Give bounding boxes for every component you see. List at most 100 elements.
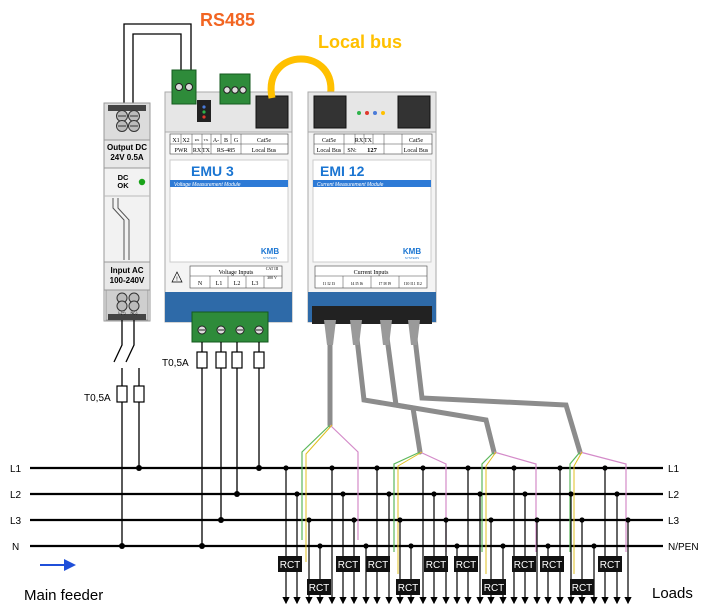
ct-plugs <box>324 320 420 345</box>
emu-label-b: B <box>224 138 228 144</box>
emi-label-cat5e-2: Cat5e <box>409 138 423 144</box>
junction-dot <box>465 465 471 471</box>
rct-sensor: RCT <box>336 556 360 572</box>
rct-label: RCT <box>600 560 621 571</box>
junction-dot <box>614 491 620 497</box>
emi-group-1: I1 I2 I3 <box>323 281 335 286</box>
rct-group-2 <box>393 451 447 574</box>
emu-label-rx2: RX <box>193 148 202 154</box>
junction-dot <box>477 491 483 497</box>
emu-label-tx2: TX <box>202 148 211 154</box>
junction-dot <box>283 465 289 471</box>
emu-label-pwr: PWR <box>174 148 187 154</box>
emu-label-rx: RX <box>195 138 200 142</box>
emi-group-3: I7 I8 I9 <box>379 281 391 286</box>
junction-dot <box>363 543 369 549</box>
emi-label-rx: RX <box>355 138 364 144</box>
main-feeder-label: Main feeder <box>24 587 103 604</box>
line-label-left-n: N <box>12 542 19 553</box>
junction-dot <box>386 491 392 497</box>
fuse-psu-2 <box>133 385 145 403</box>
junction-dot <box>488 517 494 523</box>
emu-label-cat5e: Cat5e <box>257 138 271 144</box>
junction-dot <box>500 543 506 549</box>
psu-input-wiring <box>113 320 140 546</box>
emu-volt-note: 300 V <box>267 275 277 280</box>
junction-dot <box>306 517 312 523</box>
emi-brand-sub: SYSTEMS <box>405 256 419 260</box>
junction-dot <box>374 465 380 471</box>
rs485-label: RS485 <box>200 10 255 30</box>
junction-dot <box>568 491 574 497</box>
emu-terminal-l3: L3 <box>252 281 259 287</box>
psu-terminal-l: L(+) <box>118 310 126 315</box>
junction-dot <box>397 517 403 523</box>
junction-dot <box>534 517 540 523</box>
line-label-left-l3: L3 <box>10 516 22 527</box>
psu-input-rating: 100-240V <box>110 276 145 285</box>
rct-sensor: RCT <box>512 556 536 572</box>
junction-dot <box>420 465 426 471</box>
ct-cables <box>327 327 583 455</box>
fuse-l3 <box>253 351 265 369</box>
junction-dot <box>591 543 597 549</box>
junction-dot <box>545 543 551 549</box>
junction-dot <box>408 543 414 549</box>
fuse-psu-1 <box>116 385 128 403</box>
rct-sensor: RCT <box>540 556 564 572</box>
rct-label: RCT <box>368 560 389 571</box>
line-label-right-n: N/PEN <box>668 542 699 553</box>
rct-label: RCT <box>484 583 505 594</box>
emu-label-a: A- <box>213 138 219 144</box>
junction-dot <box>340 491 346 497</box>
emu-cat-note: CAT III <box>266 266 279 271</box>
emu-terminal-l1: L1 <box>216 281 223 287</box>
psu-output-rating: 24V 0.5A <box>110 153 144 162</box>
main-feeder-arrow <box>40 559 76 571</box>
rct-label: RCT <box>456 560 477 571</box>
emi-label-localbus-1: Local Bus <box>317 148 342 154</box>
psu-output-wires <box>123 23 192 107</box>
emu-brand: KMB <box>261 247 279 256</box>
rct-sensor: RCT <box>598 556 622 572</box>
line-label-right-l1: L1 <box>668 464 680 475</box>
rct-group-4 <box>569 451 627 574</box>
junction-dot <box>454 543 460 549</box>
junction-dot <box>443 517 449 523</box>
local-bus-cable <box>267 55 335 99</box>
emu-label-localbus: Local Bus <box>252 148 277 154</box>
emu-subtitle: Voltage Measurement Module <box>174 182 241 188</box>
emu-label-x2: X2 <box>182 138 189 144</box>
psu-output-label: Output DC <box>107 143 147 152</box>
line-label-left-l2: L2 <box>10 490 22 501</box>
emi-label-cat5e-1: Cat5e <box>322 138 336 144</box>
rct-label: RCT <box>426 560 447 571</box>
emi12-module <box>307 91 437 324</box>
local-bus-label: Local bus <box>318 32 402 52</box>
fuse-l2 <box>231 351 243 369</box>
emu3-module: ! <box>164 69 293 343</box>
rct-label: RCT <box>572 583 593 594</box>
rct-sensor: RCT <box>454 556 478 572</box>
junction-dot <box>511 465 517 471</box>
rct-sensor: RCT <box>482 579 506 595</box>
emi-label-tx: TX <box>364 138 373 144</box>
svg-text:!: ! <box>176 277 178 283</box>
emi-group-4: I10 I11 I12 <box>404 281 422 286</box>
junction-dot <box>431 491 437 497</box>
rct-label: RCT <box>309 583 330 594</box>
junction-dot <box>602 465 608 471</box>
emu-title: EMU 3 <box>191 163 234 179</box>
rct-label: RCT <box>542 560 563 571</box>
emu-terminal-l2: L2 <box>234 281 241 287</box>
line-label-left-l1: L1 <box>10 464 22 475</box>
psu-input-label: Input AC <box>110 266 143 275</box>
rct-label: RCT <box>514 560 535 571</box>
rct-group-1 <box>301 424 359 562</box>
rct-sensor: RCT <box>366 556 390 572</box>
emu-label-x1: X1 <box>172 138 179 144</box>
fuse-n <box>196 351 208 369</box>
emu-terminal-n: N <box>198 281 203 287</box>
